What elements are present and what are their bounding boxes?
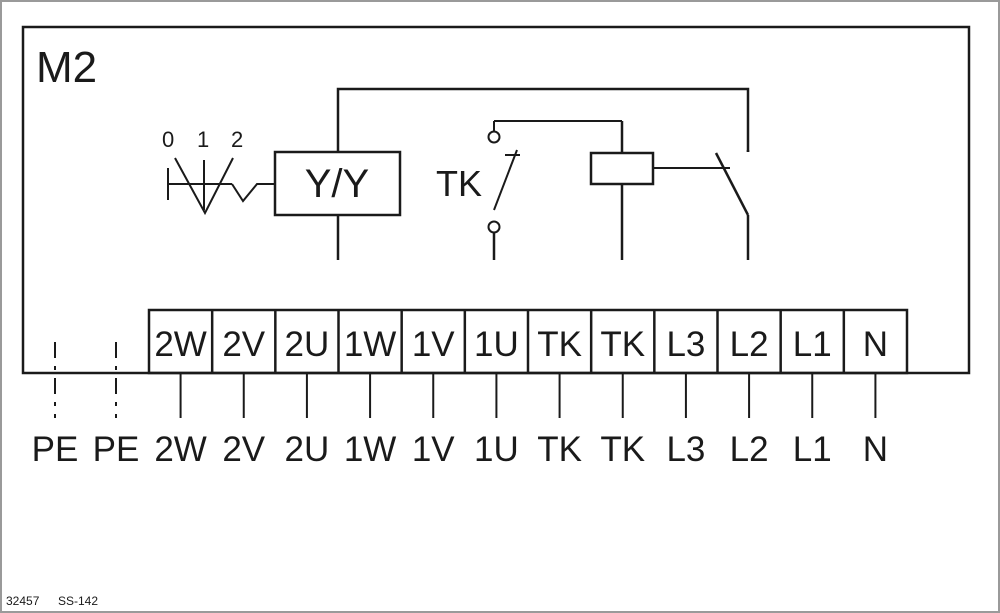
terminal-1u-label: 1U	[474, 325, 519, 364]
terminal-1w-label: 1W	[344, 325, 397, 364]
terminal-l1-label: L1	[793, 325, 832, 364]
top-bus-wire	[336, 87, 750, 152]
terminal-1v-label: 1V	[412, 325, 455, 364]
terminal-2u-label: 2U	[285, 325, 330, 364]
terminal-wires	[179, 373, 877, 418]
terminal-bottom-label-l3: L3	[666, 430, 705, 469]
terminal-bottom-label-n: N	[863, 430, 888, 469]
terminal-bottom-label-2v: 2V	[222, 430, 265, 469]
terminal-tk-label: TK	[600, 325, 645, 364]
terminal-bottom-label-tk: TK	[537, 430, 582, 469]
thermal-contact-symbol	[487, 120, 622, 260]
terminal-bottom-label-l1: L1	[793, 430, 832, 469]
star-star-label: Y/Y	[305, 162, 369, 206]
terminal-2w-label: 2W	[154, 325, 207, 364]
tk-label: TK	[436, 163, 482, 204]
pe-label-1: PE	[32, 430, 79, 469]
selector-switch-symbol	[167, 157, 274, 216]
terminal-bottom-label-2w: 2W	[154, 430, 207, 469]
pe-label-2: PE	[93, 430, 140, 469]
terminal-l2-label: L2	[730, 325, 769, 364]
terminal-bottom-label-1v: 1V	[412, 430, 455, 469]
terminal-bottom-label-2u: 2U	[285, 430, 330, 469]
switch-position-1: 1	[197, 127, 209, 152]
switch-position-2: 2	[231, 127, 243, 152]
terminal-bottom-label-1w: 1W	[344, 430, 397, 469]
module-box	[21, 25, 971, 375]
terminal-n-label: N	[863, 325, 888, 364]
terminal-l3-label: L3	[666, 325, 705, 364]
terminal-bottom-label-l2: L2	[730, 430, 769, 469]
relay-coil-symbol	[589, 121, 730, 260]
terminal-2v-label: 2V	[222, 325, 265, 364]
module-label: M2	[36, 43, 97, 92]
terminal-strip: 2W 2V 2U 1W 1V 1U TK TK L3 L2 L1 N	[147, 308, 909, 375]
relay-contact-symbol	[714, 150, 750, 260]
terminal-bottom-label-tk: TK	[600, 430, 645, 469]
terminal-tk-label: TK	[537, 325, 582, 364]
terminal-bottom-label-1u: 1U	[474, 430, 519, 469]
footer-code: 32457	[6, 594, 40, 608]
terminal-bottom-labels: 2W 2V 2U 1W 1V 1U TK TK L3 L2 L1 N	[154, 430, 888, 469]
footer-ref: SS-142	[58, 594, 98, 608]
switch-position-0: 0	[162, 127, 174, 152]
